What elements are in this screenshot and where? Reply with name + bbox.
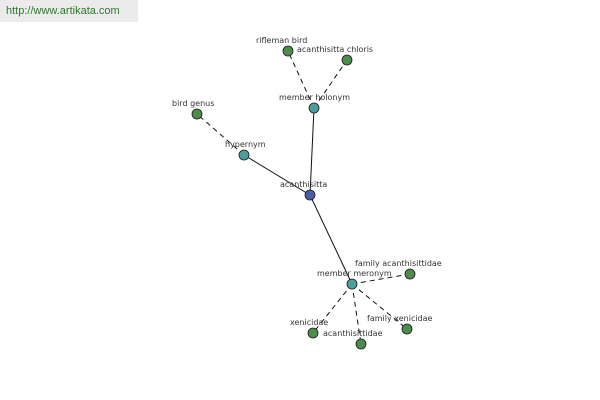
label-bird-genus: bird genus xyxy=(172,99,214,108)
edge-member-meronym-acanthisittidae xyxy=(351,283,362,345)
node-hypernym[interactable] xyxy=(238,149,250,161)
node-family-acanthisittidae[interactable] xyxy=(404,268,416,280)
node-bird-genus[interactable] xyxy=(191,108,203,120)
edge-member-holonym-rifleman-bird xyxy=(287,50,315,109)
node-rifleman-bird[interactable] xyxy=(282,45,294,57)
label-member-holonym: member holonym xyxy=(279,93,350,102)
node-member-meronym[interactable] xyxy=(346,278,358,290)
edge-member-meronym-xenicidae xyxy=(312,283,353,334)
nodes xyxy=(191,45,416,350)
node-xenicidae[interactable] xyxy=(307,327,319,339)
edge-acanthisitta-hypernym xyxy=(243,154,311,196)
edge-acanthisitta-member-meronym xyxy=(309,194,353,285)
label-family-acanthisittidae: family acanthisittidae xyxy=(355,259,442,268)
label-rifleman-bird: rifleman bird xyxy=(256,36,307,45)
node-acanthisitta[interactable] xyxy=(304,189,316,201)
label-acanthisitta: acanthisitta xyxy=(280,180,327,189)
edge-member-meronym-family-acanthisittidae xyxy=(351,273,411,285)
edge-member-holonym-acanthisitta-chloris xyxy=(313,59,348,109)
node-acanthisittidae[interactable] xyxy=(355,338,367,350)
label-acanthisitta-chloris: acanthisitta chloris xyxy=(297,45,373,54)
edges xyxy=(196,50,411,345)
labels: acanthisitta member holonym rifleman bir… xyxy=(172,36,442,338)
watermark-url: http://www.artikata.com xyxy=(0,0,138,22)
node-member-holonym[interactable] xyxy=(308,102,320,114)
label-member-meronym: member meronym xyxy=(317,269,392,278)
edge-acanthisitta-member-holonym xyxy=(309,107,315,196)
label-xenicidae: xenicidae xyxy=(290,318,328,327)
node-acanthisitta-chloris[interactable] xyxy=(341,54,353,66)
edge-member-meronym-family-xenicidae xyxy=(351,283,408,330)
label-hypernym: hypernym xyxy=(225,140,266,149)
edge-hypernym-bird-genus xyxy=(196,113,245,156)
label-acanthisittidae: acanthisittidae xyxy=(323,329,383,338)
label-family-xenicidae: family xenicidae xyxy=(367,314,433,323)
node-family-xenicidae[interactable] xyxy=(401,323,413,335)
